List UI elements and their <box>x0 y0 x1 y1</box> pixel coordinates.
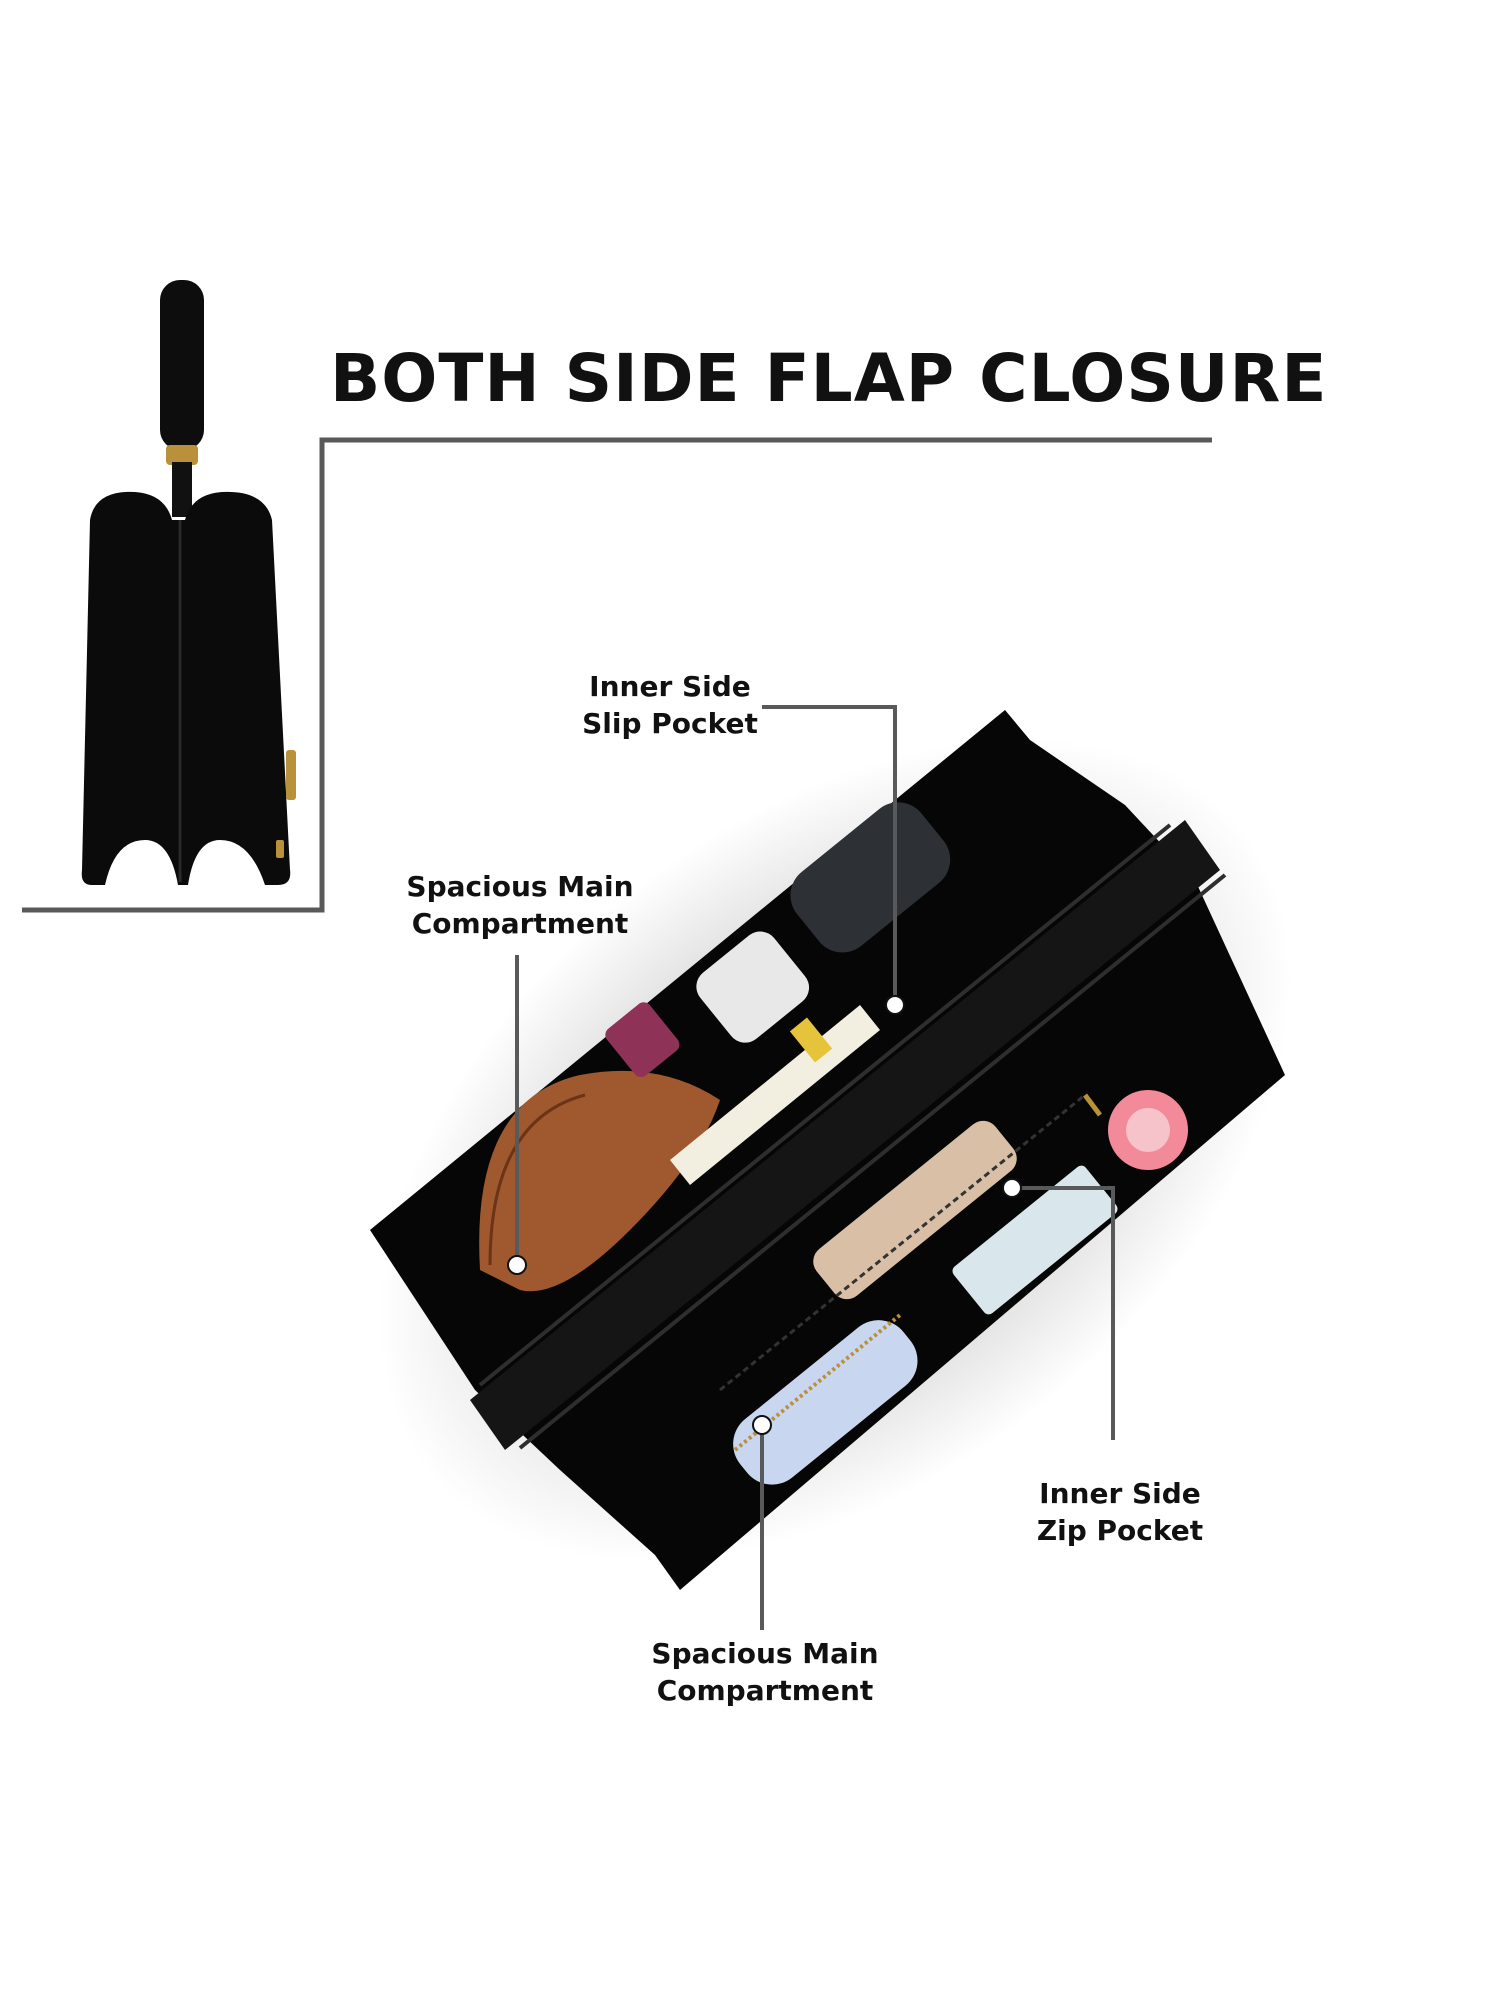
dot-main-bottom <box>752 1415 772 1435</box>
callout-line-1: Inner Side <box>589 670 751 703</box>
open-bag-image <box>370 710 1285 1590</box>
center-divider <box>470 820 1220 1450</box>
side-view-bag-image <box>81 280 296 885</box>
handle-buckle <box>166 445 198 465</box>
callout-slip-pocket: Inner Side Slip Pocket <box>560 668 780 742</box>
bag-handle <box>160 280 204 450</box>
handle-strap <box>172 462 192 517</box>
phone-item <box>813 1120 1017 1300</box>
callout-line-2: Compartment <box>656 1674 874 1707</box>
perfume-item <box>696 931 810 1043</box>
zip-pouch-item <box>733 1320 918 1485</box>
callout-line-2: Compartment <box>411 907 629 940</box>
page-heading: BOTH SIDE FLAP CLOSURE <box>330 340 1328 417</box>
dot-zip-pocket <box>1002 1178 1022 1198</box>
nail-polish-item <box>605 1002 680 1078</box>
callout-line-1: Inner Side <box>1039 1477 1201 1510</box>
pouch-item <box>479 1070 720 1292</box>
leader-slip-pocket <box>762 705 897 1005</box>
case-item <box>790 802 951 953</box>
callout-line-2: Zip Pocket <box>1036 1514 1204 1547</box>
dot-main-left <box>507 1255 527 1275</box>
callout-line-1: Spacious Main <box>651 1637 879 1670</box>
frame-line <box>22 437 1212 913</box>
box-item <box>952 1165 1118 1315</box>
side-clasp <box>286 750 296 800</box>
callout-zip-pocket: Inner Side Zip Pocket <box>1020 1475 1220 1549</box>
dot-slip-pocket <box>885 995 905 1015</box>
callout-main-left: Spacious Main Compartment <box>395 868 645 942</box>
leader-lines <box>515 705 1115 1630</box>
callout-line-2: Slip Pocket <box>582 707 758 740</box>
callout-main-bottom: Spacious Main Compartment <box>640 1635 890 1709</box>
bag-body-side <box>81 491 291 885</box>
leader-zip-pocket <box>1012 1186 1115 1440</box>
callout-line-1: Spacious Main <box>406 870 634 903</box>
